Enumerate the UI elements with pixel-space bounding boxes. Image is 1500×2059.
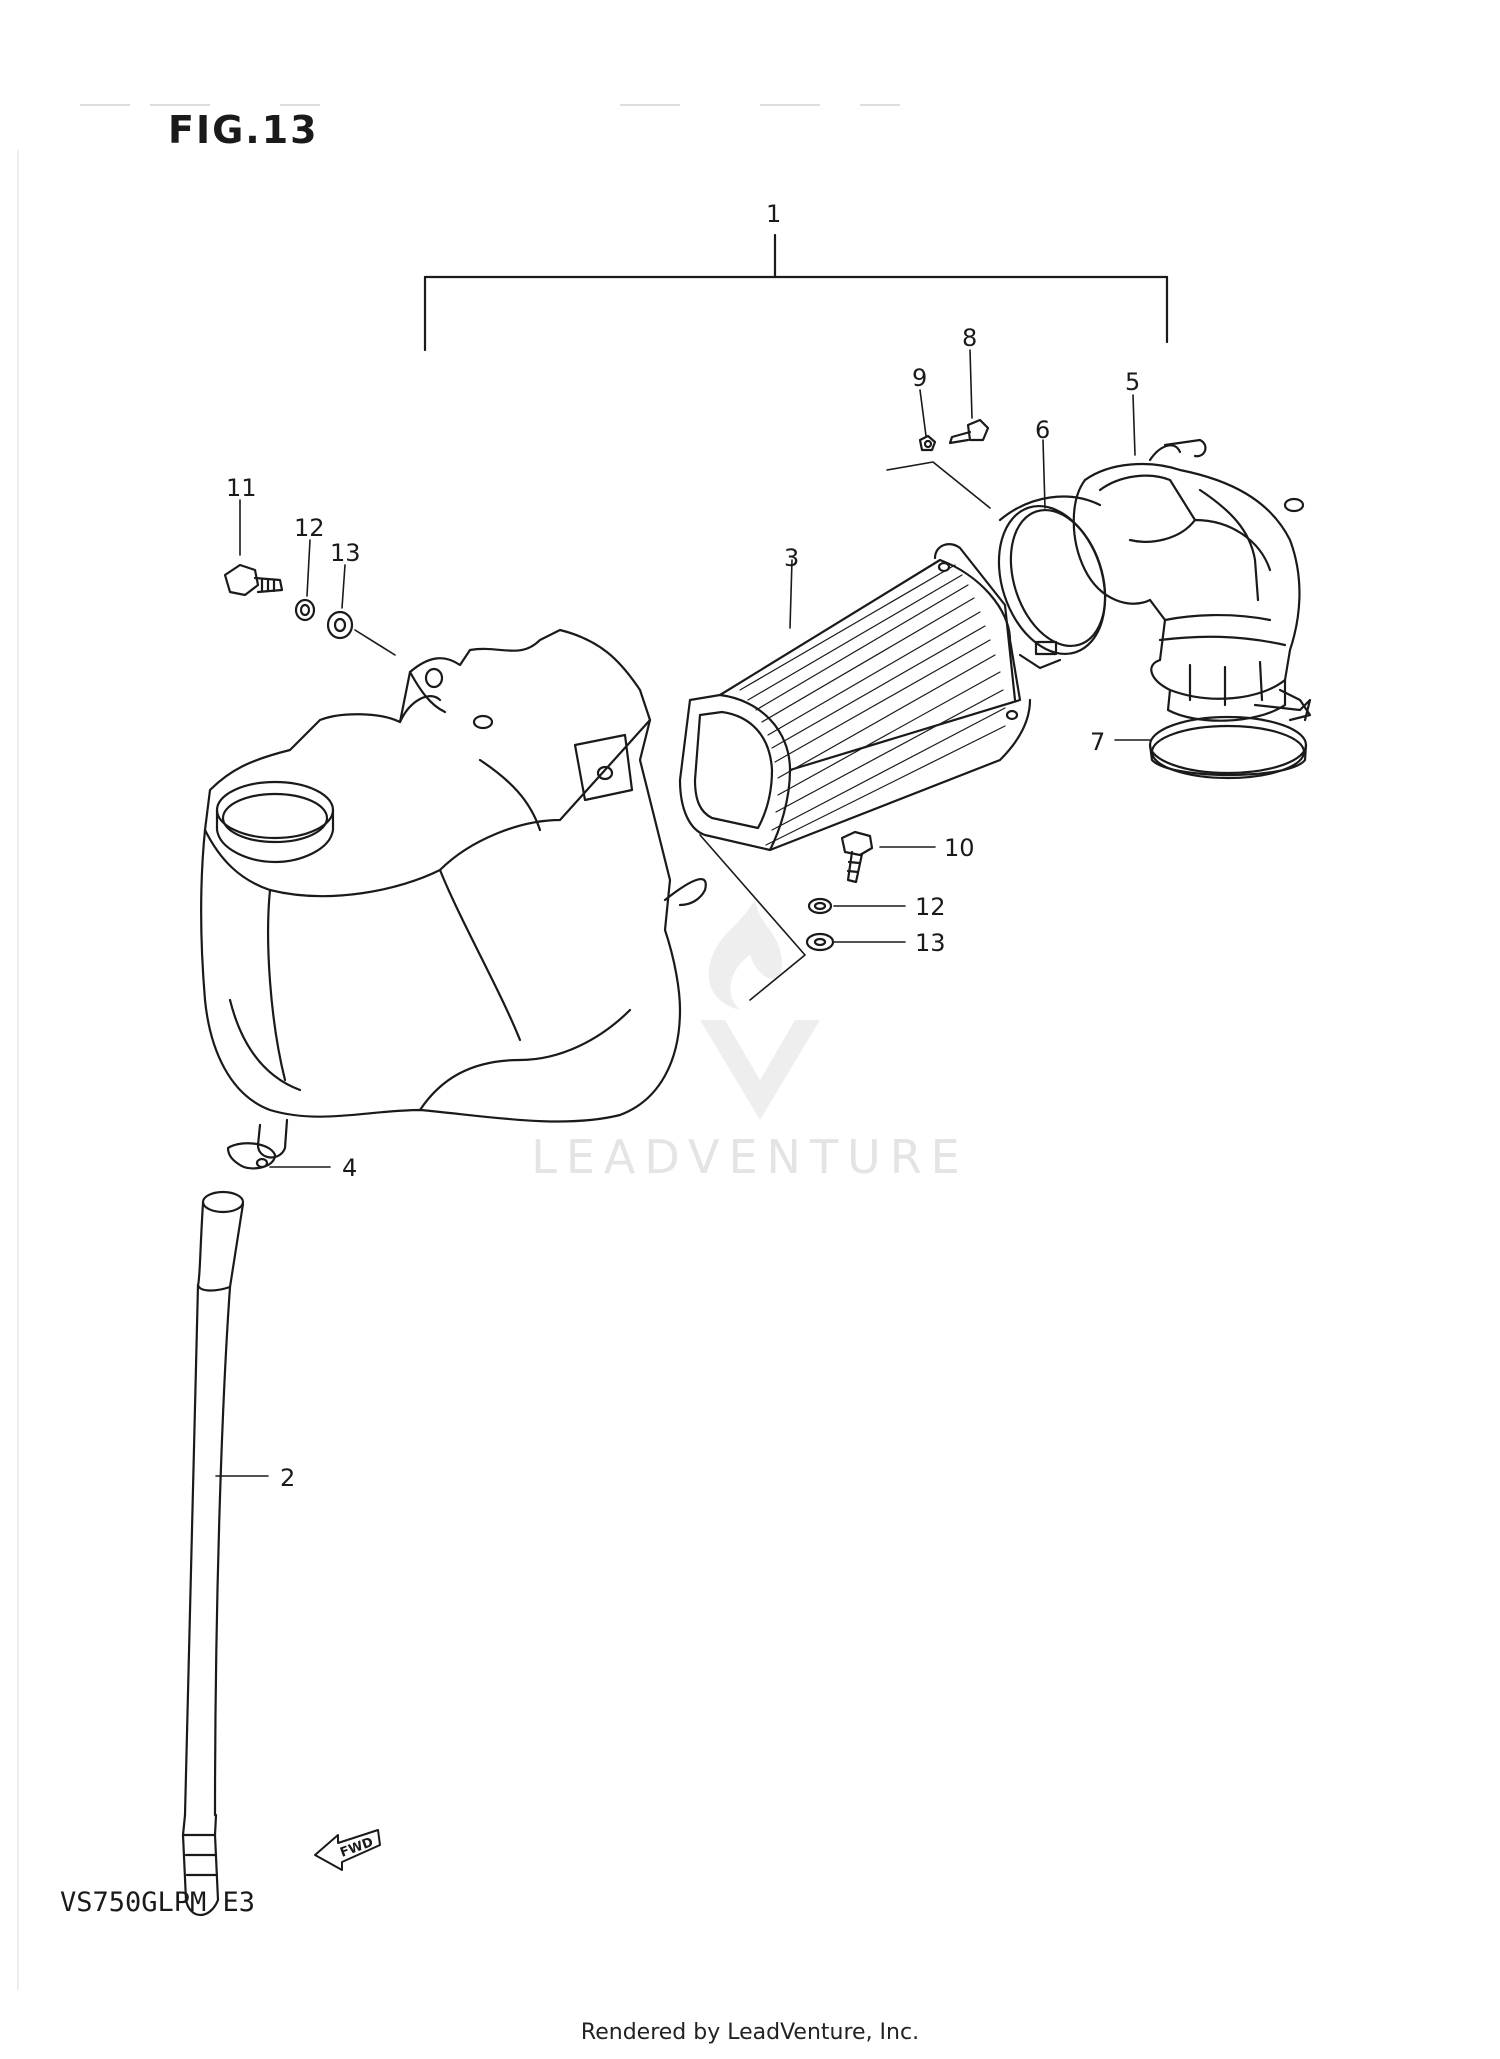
callout-12-top: 12 bbox=[294, 514, 325, 542]
assembly-bracket bbox=[423, 233, 1169, 352]
callout-13-bottom: 13 bbox=[915, 929, 946, 957]
air-filter-element bbox=[678, 543, 1032, 852]
callout-13-top: 13 bbox=[330, 539, 361, 567]
callout-2: 2 bbox=[280, 1464, 295, 1492]
figure-title: FIG.13 bbox=[168, 108, 319, 152]
bolt-11 bbox=[223, 563, 284, 597]
screw-8 bbox=[948, 418, 990, 445]
nut-9 bbox=[918, 434, 937, 452]
clamp-ring-7 bbox=[1148, 698, 1312, 780]
lock-washer-12-top bbox=[294, 598, 316, 622]
scan-marks bbox=[17, 104, 900, 1990]
callout-6: 6 bbox=[1035, 416, 1050, 444]
drain-hose bbox=[181, 1190, 245, 1917]
callout-8: 8 bbox=[962, 324, 977, 352]
callout-1: 1 bbox=[766, 200, 781, 228]
bolt-10 bbox=[840, 830, 874, 884]
washer-13-top bbox=[326, 610, 354, 640]
air-cleaner-case bbox=[200, 628, 707, 1159]
callout-7: 7 bbox=[1090, 728, 1105, 756]
intake-elbow bbox=[1072, 438, 1312, 722]
watermark-logo bbox=[700, 900, 820, 1120]
callout-10: 10 bbox=[944, 834, 975, 862]
watermark-text: LEADVENTURE bbox=[531, 1130, 969, 1184]
washer-13-bottom bbox=[805, 932, 835, 952]
lock-washer-12-bottom bbox=[807, 897, 833, 915]
callout-9: 9 bbox=[912, 364, 927, 392]
callout-12-bottom: 12 bbox=[915, 893, 946, 921]
callout-numbers: 1 2 3 4 5 6 7 8 9 10 11 12 13 12 13 bbox=[226, 200, 1140, 1492]
leader-lines bbox=[215, 349, 1151, 1477]
clamp-ring-6 bbox=[997, 495, 1107, 670]
fwd-arrow-icon: FWD bbox=[314, 1829, 381, 1871]
hose-clip bbox=[226, 1142, 277, 1170]
model-code: VS750GLPM E3 bbox=[60, 1887, 256, 1918]
fwd-label: FWD bbox=[338, 1835, 375, 1861]
callout-4: 4 bbox=[342, 1154, 357, 1182]
callout-3: 3 bbox=[784, 544, 799, 572]
callout-5: 5 bbox=[1125, 368, 1140, 396]
footer-credit: Rendered by LeadVenture, Inc. bbox=[580, 2020, 920, 2045]
callout-11: 11 bbox=[226, 474, 257, 502]
